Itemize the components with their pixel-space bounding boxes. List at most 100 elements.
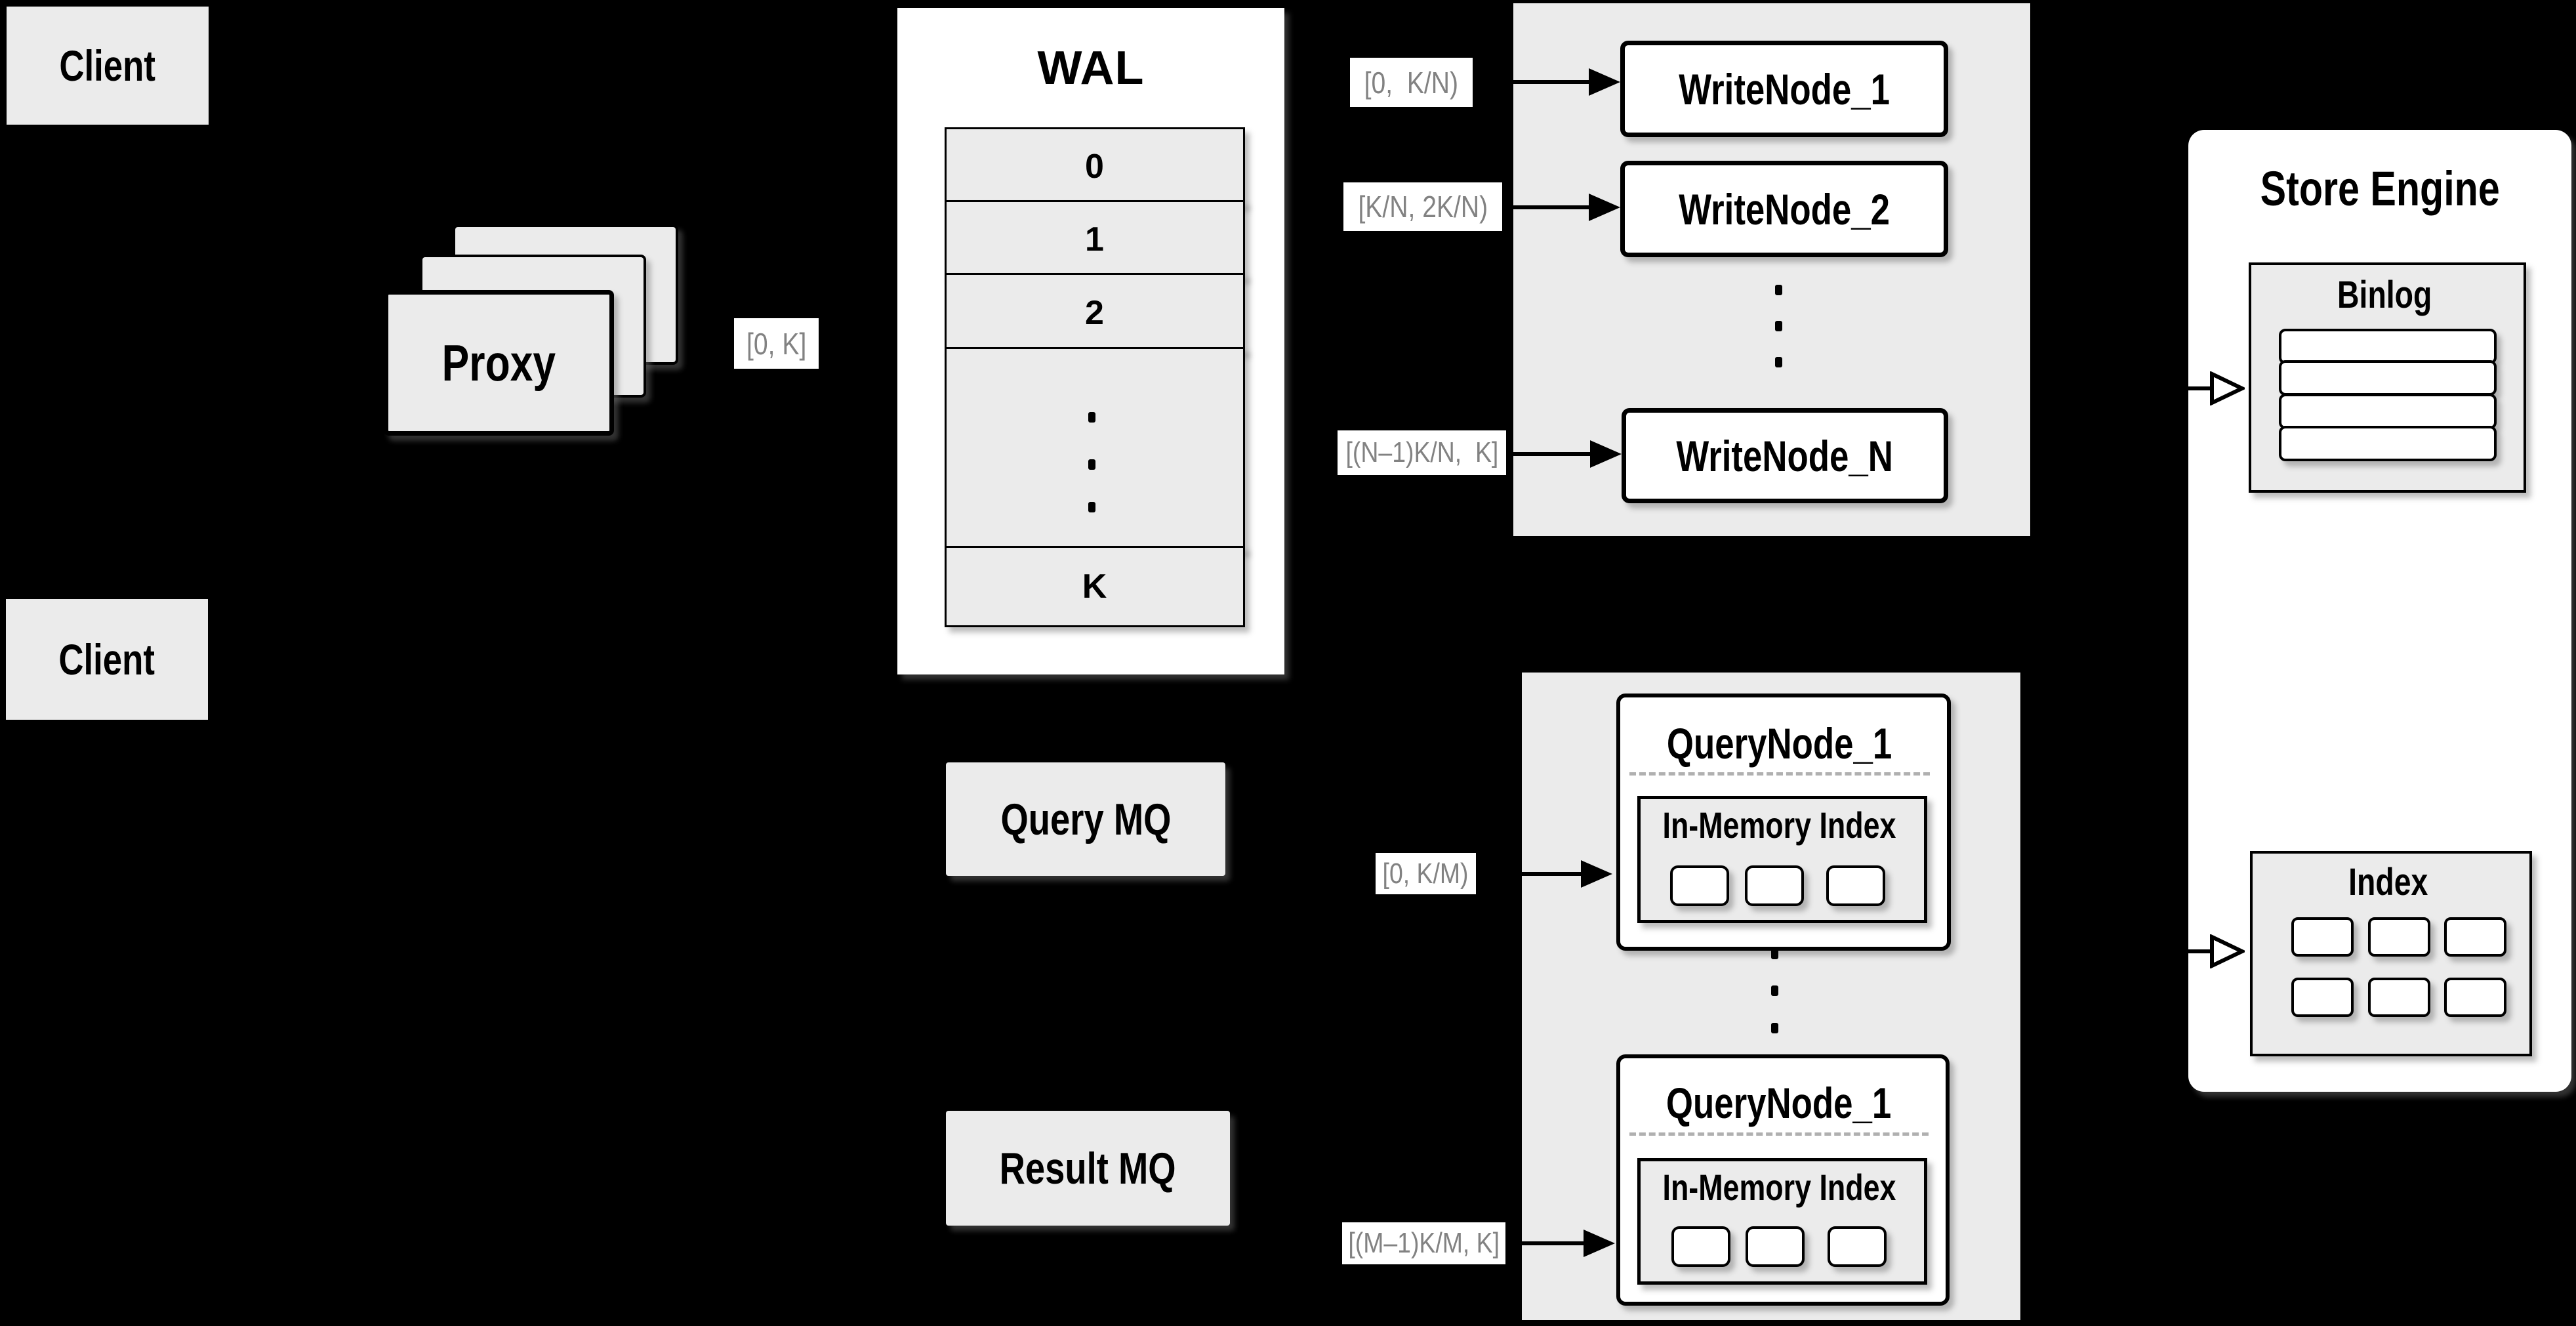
ellipsis-dot: [1088, 412, 1095, 423]
memory-cell: [1828, 1226, 1887, 1267]
index-title: Index: [2348, 860, 2428, 903]
binlog-title: Binlog: [2337, 273, 2432, 316]
query-node-title-row: QueryNode_1: [1620, 717, 1939, 770]
memory-cell: [1671, 1226, 1730, 1267]
index-cell: [2444, 917, 2506, 957]
arrow-write-2: [1502, 205, 1589, 209]
binlog-row: [2279, 394, 2497, 429]
ellipsis-dot: [1771, 949, 1778, 959]
query-node-box-top: QueryNode_1 In-Memory Index: [1616, 694, 1951, 951]
arrow-write-n: [1506, 452, 1590, 456]
ellipsis-dot: [1771, 985, 1778, 996]
in-memory-title-row: In-Memory Index: [1641, 803, 1917, 846]
arrowhead-icon: [1589, 68, 1620, 96]
wal-segment-row-2: 2: [945, 273, 1245, 353]
binlog-box: Binlog: [2249, 262, 2526, 493]
query-range-label: [0, K/M): [1383, 857, 1469, 890]
wal-segment-label: 0: [1085, 148, 1105, 186]
write-node-box-n: WriteNode_N: [1622, 408, 1948, 503]
arrow-query-1: [1476, 872, 1581, 876]
ellipsis-dot: [1088, 459, 1095, 470]
query-node-title: QueryNode_1: [1666, 1079, 1892, 1127]
client-label: Client: [58, 635, 155, 684]
result-mq-label: Result MQ: [1000, 1143, 1176, 1193]
node-separator: [1629, 1132, 1929, 1136]
write-range-chip-2: [K/N, 2K/N): [1343, 182, 1502, 231]
ellipsis-dot: [1775, 321, 1782, 331]
binlog-title-row: Binlog: [2251, 272, 2518, 318]
arrow-query-2: [1505, 1241, 1584, 1245]
index-box: Index: [2250, 851, 2532, 1056]
store-engine-panel: Store Engine Binlog Index: [2188, 130, 2571, 1092]
query-node-title: QueryNode_1: [1667, 719, 1892, 768]
store-engine-title: Store Engine: [2260, 161, 2500, 216]
ellipsis-dot: [1775, 357, 1782, 367]
memory-cell: [1670, 865, 1729, 906]
ellipsis-dot: [1775, 285, 1782, 295]
wal-ellipsis-row: [945, 347, 1245, 552]
arrow-index: [2158, 949, 2212, 953]
in-memory-title-row: In-Memory Index: [1641, 1165, 1917, 1209]
proxy-range-chip: [0, K]: [734, 318, 819, 369]
in-memory-index-box: In-Memory Index: [1637, 796, 1927, 923]
query-range-chip-2: [(M–1)K/M, K]: [1342, 1222, 1505, 1264]
result-mq-box: Result MQ: [946, 1111, 1230, 1226]
in-memory-index-box: In-Memory Index: [1637, 1158, 1927, 1285]
arrowhead-icon: [1589, 194, 1620, 221]
query-range-chip-1: [0, K/M): [1376, 853, 1476, 894]
open-arrowhead-icon: [2210, 371, 2245, 405]
arrowhead-icon: [1581, 860, 1612, 888]
query-node-title-row: QueryNode_1: [1620, 1077, 1938, 1129]
write-range-label: [K/N, 2K/N): [1358, 190, 1488, 224]
memory-cell: [1746, 1226, 1805, 1267]
ellipsis-dot: [1771, 1023, 1778, 1033]
wal-segment-row-1: 1: [945, 200, 1245, 279]
wal-segment-label: K: [1082, 568, 1108, 606]
query-mq-label: Query MQ: [1000, 794, 1171, 844]
write-range-label: [0, K/N): [1364, 65, 1459, 100]
wal-title-row: WAL: [897, 38, 1284, 98]
wal-segment-row-0: 0: [945, 127, 1245, 206]
write-node-label: WriteNode_N: [1676, 431, 1894, 480]
write-node-label: WriteNode_2: [1679, 184, 1890, 234]
write-range-chip-1: [0, K/N): [1350, 58, 1473, 107]
arrowhead-icon: [1584, 1230, 1615, 1257]
query-range-label: [(M–1)K/M, K]: [1348, 1227, 1500, 1259]
client-box-bottom: Client: [6, 599, 208, 720]
index-cell: [2368, 917, 2430, 957]
client-box-top: Client: [7, 7, 209, 125]
memory-cell: [1826, 865, 1885, 906]
wal-segment-row-k: K: [945, 546, 1245, 627]
index-title-row: Index: [2253, 859, 2524, 905]
ellipsis-dot: [1088, 502, 1095, 512]
in-memory-index-title: In-Memory Index: [1662, 804, 1896, 846]
store-engine-title-row: Store Engine: [2188, 159, 2571, 218]
write-range-chip-3: [(N–1)K/N, K]: [1338, 430, 1506, 475]
binlog-row: [2279, 329, 2497, 364]
write-node-box-1: WriteNode_1: [1620, 41, 1948, 137]
arrowhead-icon: [1590, 440, 1622, 468]
binlog-row: [2279, 426, 2497, 461]
write-node-box-2: WriteNode_2: [1620, 161, 1948, 257]
wal-segment-label: 2: [1085, 294, 1105, 332]
binlog-row: [2279, 360, 2497, 396]
index-cell: [2444, 978, 2506, 1017]
client-label: Client: [59, 41, 156, 90]
arrow-write-1: [1473, 80, 1589, 84]
write-node-label: WriteNode_1: [1679, 64, 1890, 114]
query-mq-box: Query MQ: [946, 762, 1225, 876]
index-cell: [2291, 917, 2354, 957]
proxy-box: Proxy: [384, 290, 614, 436]
in-memory-index-title: In-Memory Index: [1662, 1166, 1896, 1208]
memory-cell: [1745, 865, 1804, 906]
proxy-range-label: [0, K]: [746, 326, 807, 361]
open-arrowhead-icon: [2210, 934, 2245, 968]
node-separator: [1629, 772, 1930, 776]
wal-segment-label: 1: [1085, 220, 1105, 259]
wal-title: WAL: [1037, 42, 1145, 94]
proxy-label: Proxy: [441, 333, 556, 392]
write-range-label: [(N–1)K/N, K]: [1345, 436, 1498, 468]
index-cell: [2291, 978, 2354, 1017]
index-cell: [2368, 978, 2430, 1017]
